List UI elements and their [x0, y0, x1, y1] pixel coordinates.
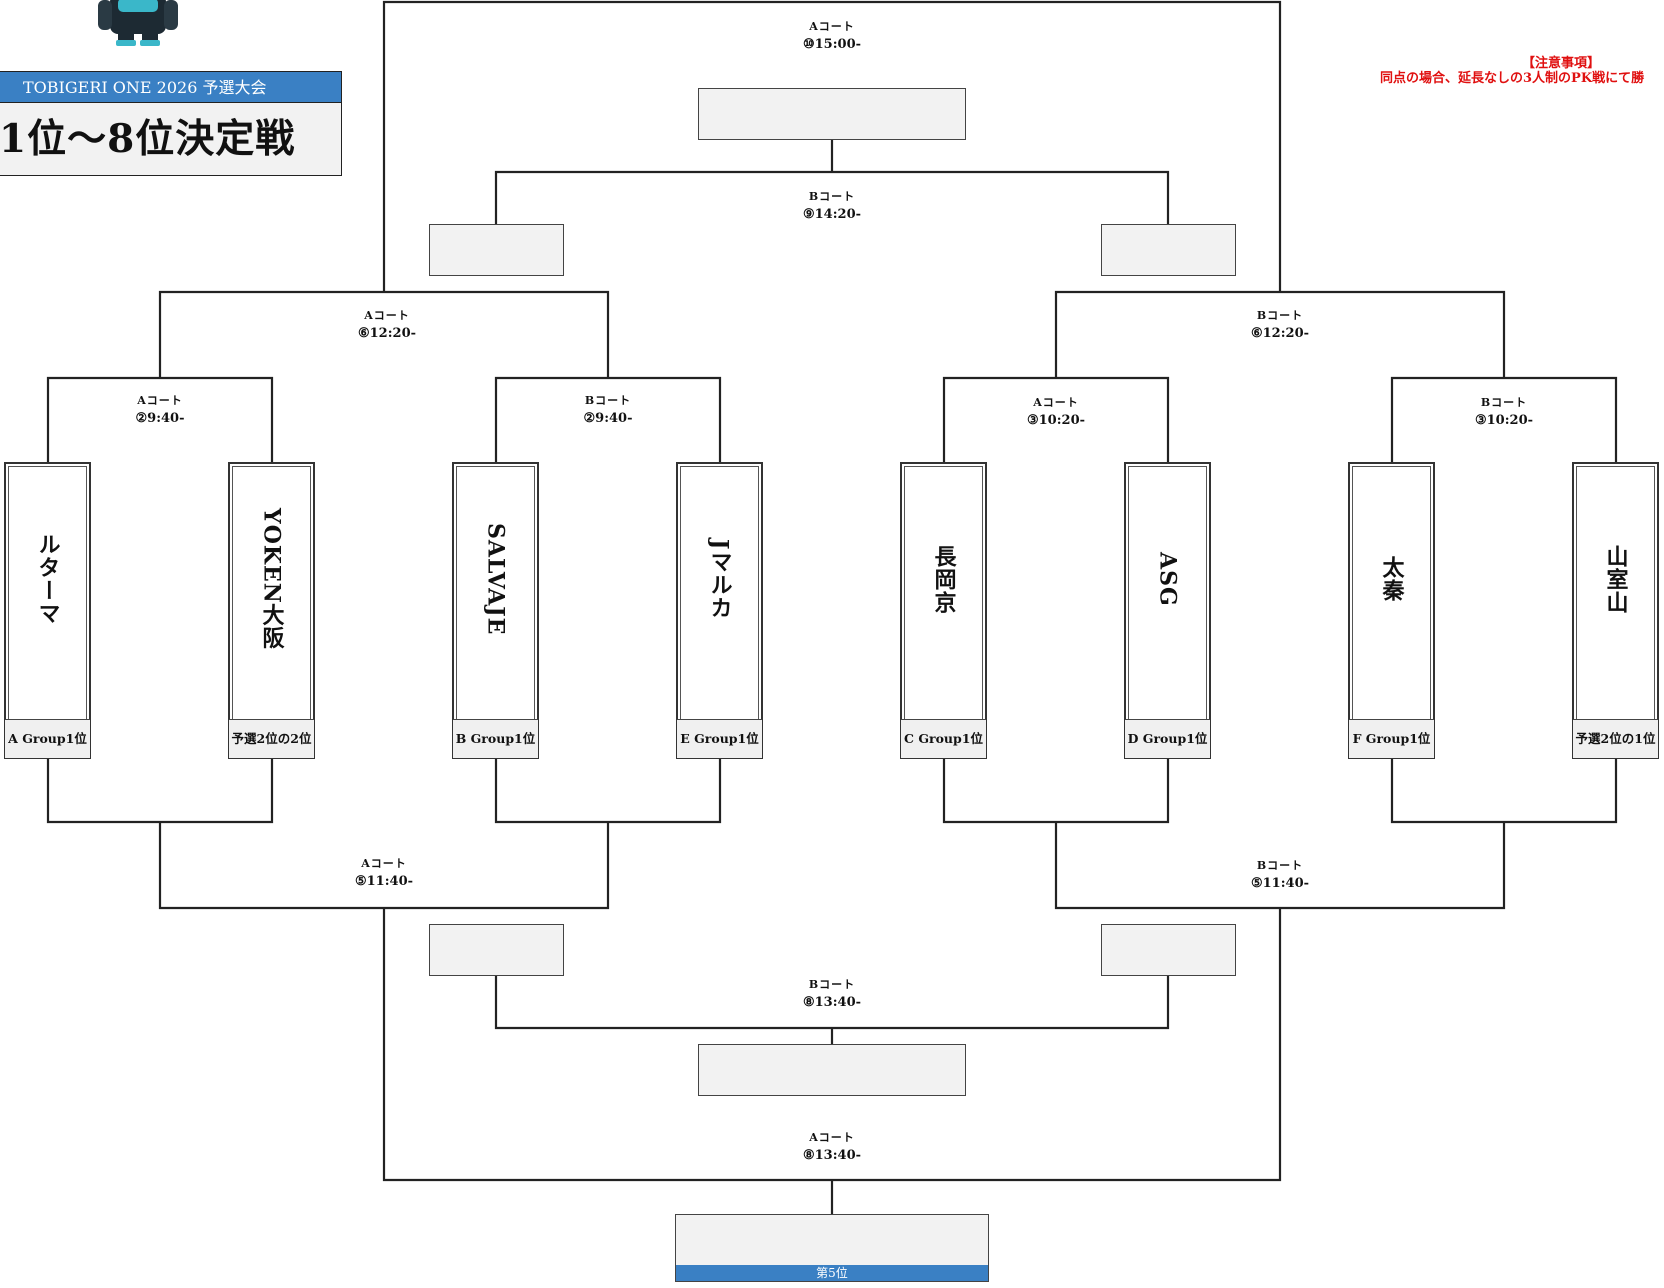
match-sf-left: Aコート ⑥12:20-	[317, 307, 457, 343]
notice-text: 同点の場合、延長なしの3人制のPK戦にて勝	[1380, 71, 1645, 86]
team-seed: F Group1位	[1349, 719, 1434, 758]
match-qf3: Aコート ③10:20-	[986, 394, 1126, 430]
match-court: Aコート	[809, 1131, 855, 1144]
match-court: Aコート	[361, 857, 407, 870]
consolation-left-box	[429, 924, 564, 976]
place-label: 第5位	[676, 1265, 988, 1281]
match-cons-right: Bコート ⑤11:40-	[1210, 857, 1350, 893]
team-name: ルターマ	[34, 533, 61, 625]
match-court: Aコート	[809, 20, 855, 33]
event-name: TOBIGERI ONE 2026 予選大会	[0, 72, 341, 103]
consolation-right-box	[1101, 924, 1236, 976]
team-card: 長岡京 C Group1位	[900, 462, 987, 759]
match-third: Bコート ⑨14:20-	[762, 188, 902, 224]
team-name: Jマルカ	[706, 538, 733, 620]
team-seed: D Group1位	[1125, 719, 1210, 758]
match-qf2: Bコート ②9:40-	[538, 392, 678, 428]
match-final: Aコート ⑩15:00-	[762, 18, 902, 54]
match-time: ⑤11:40-	[1250, 876, 1310, 891]
match-time: ②9:40-	[135, 411, 185, 426]
match-seventh: Bコート ⑧13:40-	[762, 976, 902, 1012]
team-name: ASG	[1154, 551, 1181, 607]
match-fifth: Aコート ⑧13:40-	[762, 1129, 902, 1165]
match-time: ②9:40-	[583, 411, 633, 426]
match-sf-right: Bコート ⑥12:20-	[1210, 307, 1350, 343]
match-time: ⑧13:40-	[802, 1148, 862, 1163]
team-card: ルターマ A Group1位	[4, 462, 91, 759]
fifth-place-box: 第5位	[675, 1214, 989, 1282]
match-time: ⑨14:20-	[802, 207, 862, 222]
seventh-place-box	[698, 1044, 966, 1096]
page-title: 1位～8位決定戦	[0, 116, 296, 162]
finalist-left-box	[429, 224, 564, 276]
team-name: 山室山	[1602, 544, 1629, 614]
champion-box	[698, 88, 966, 140]
match-court: Bコート	[1256, 309, 1304, 322]
team-name: 長岡京	[930, 544, 957, 614]
mascot-logo	[98, 0, 178, 46]
match-time: ③10:20-	[1474, 413, 1534, 428]
team-card: SALVAJE B Group1位	[452, 462, 539, 759]
team-card: 太秦 F Group1位	[1348, 462, 1435, 759]
match-time: ⑧13:40-	[802, 995, 862, 1010]
match-court: Bコート	[584, 394, 632, 407]
team-seed: 予選2位の2位	[229, 719, 314, 758]
notice-heading: 【注意事項】	[1522, 56, 1601, 71]
match-qf1: Aコート ②9:40-	[90, 392, 230, 428]
match-qf4: Bコート ③10:20-	[1434, 394, 1574, 430]
match-time: ⑩15:00-	[802, 37, 862, 52]
match-time: ⑥12:20-	[357, 326, 417, 341]
finalist-right-box	[1101, 224, 1236, 276]
team-seed: B Group1位	[453, 719, 538, 758]
team-card: YOKEN大阪 予選2位の2位	[228, 462, 315, 759]
match-court: Aコート	[1033, 396, 1079, 409]
team-seed: A Group1位	[5, 719, 90, 758]
team-name: YOKEN大阪	[258, 508, 285, 650]
match-court: Aコート	[137, 394, 183, 407]
team-seed: E Group1位	[677, 719, 762, 758]
match-time: ⑤11:40-	[354, 874, 414, 889]
team-card: 山室山 予選2位の1位	[1572, 462, 1659, 759]
match-time: ③10:20-	[1026, 413, 1086, 428]
match-court: Bコート	[1480, 396, 1528, 409]
team-card: ASG D Group1位	[1124, 462, 1211, 759]
team-name: 太秦	[1378, 556, 1405, 602]
match-court: Bコート	[808, 978, 856, 991]
match-time: ⑥12:20-	[1250, 326, 1310, 341]
team-seed: C Group1位	[901, 719, 986, 758]
title-panel: TOBIGERI ONE 2026 予選大会 1位～8位決定戦	[0, 71, 342, 176]
match-court: Bコート	[808, 190, 856, 203]
team-seed: 予選2位の1位	[1573, 719, 1658, 758]
team-card: Jマルカ E Group1位	[676, 462, 763, 759]
team-name: SALVAJE	[482, 522, 509, 636]
match-cons-left: Aコート ⑤11:40-	[314, 855, 454, 891]
match-court: Aコート	[364, 309, 410, 322]
match-court: Bコート	[1256, 859, 1304, 872]
